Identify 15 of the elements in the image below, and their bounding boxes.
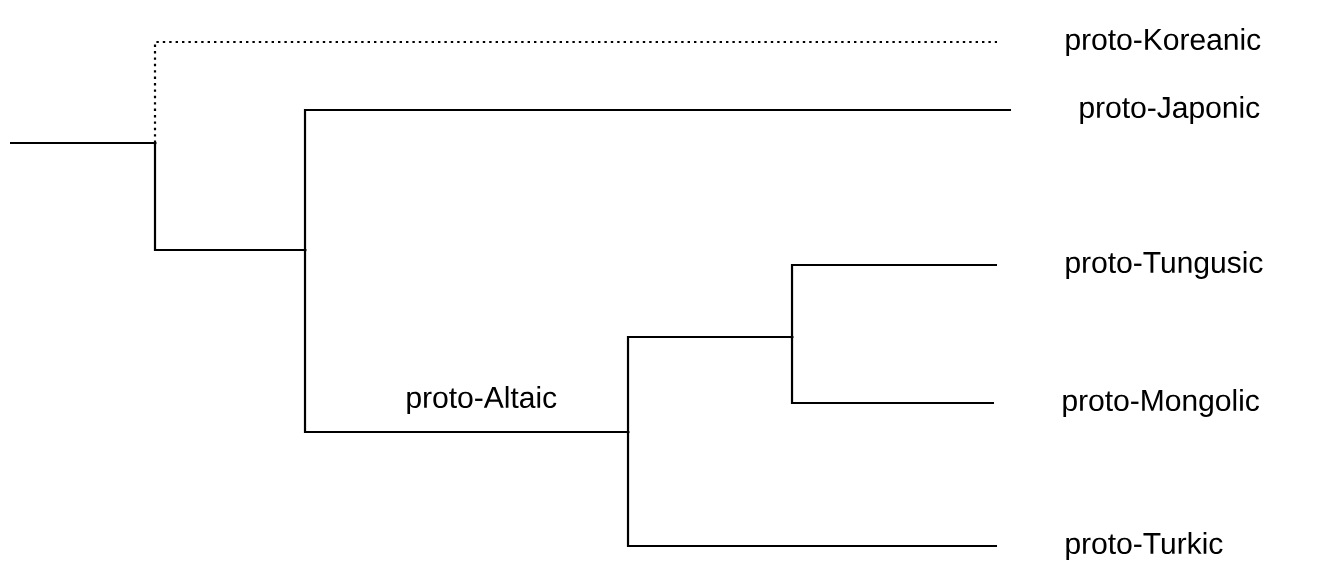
tree-branch (303, 250, 628, 434)
dotted-branch (153, 40, 997, 143)
tree-branch (790, 337, 994, 405)
tree-branch (626, 432, 997, 548)
tree-branch (303, 108, 1011, 250)
leaf-label: proto-Japonic (1080, 96, 1260, 124)
leaf-label: proto-Turkic (1066, 532, 1223, 560)
tree-branch (10, 141, 155, 145)
leaf-label: proto-Koreanic (1066, 28, 1261, 56)
leaf-label: proto-Mongolic (1063, 389, 1259, 417)
leaf-label: proto-Tungusic (1066, 251, 1263, 279)
tree-branch (790, 263, 997, 337)
tree-branch (626, 335, 792, 432)
clade-label: proto-Altaic (407, 386, 557, 414)
tree-branch (153, 143, 305, 252)
